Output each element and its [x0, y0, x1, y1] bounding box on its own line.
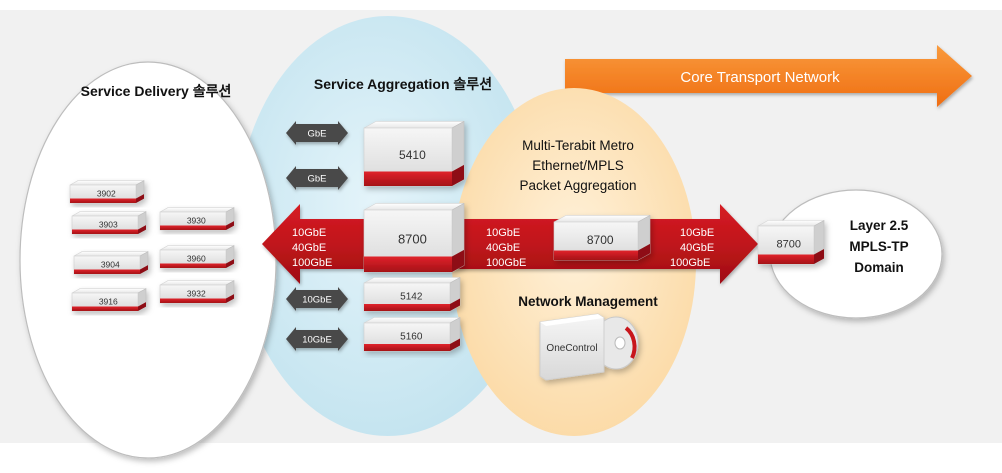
left-speed-labels: 10GbE 40GbE 100GbE — [292, 227, 332, 269]
delivery-device-3903: 3903 — [71, 211, 147, 235]
right-speed-10gbe: 10GbE — [680, 227, 714, 239]
link-arrow-1: GbE — [286, 166, 348, 190]
delivery-device-3960: 3960 — [159, 245, 235, 269]
mid-speed-40gbe: 40GbE — [486, 242, 520, 254]
link-arrow-3: 10GbE — [286, 327, 348, 351]
metro-title-line-3: Packet Aggregation — [519, 178, 636, 193]
core-transport-label: Core Transport Network — [680, 69, 840, 86]
metro-title-line-2: Ethernet/MPLS — [532, 158, 624, 173]
link-arrow-2: 10GbE — [286, 287, 348, 311]
delivery-device-3930-label: 3930 — [187, 215, 206, 225]
delivery-device-3904: 3904 — [73, 251, 149, 275]
cd-disc-center — [614, 336, 626, 350]
delivery-device-3932: 3932 — [159, 280, 235, 304]
link-label-2: 10GbE — [302, 295, 332, 306]
aggregation-device-5142: 5142 — [363, 276, 461, 312]
mid-speed-labels: 10GbE 40GbE 100GbE — [486, 227, 526, 269]
metro-device-8700-label: 8700 — [587, 233, 614, 247]
delivery-device-3916-label: 3916 — [99, 296, 118, 306]
domain-device-8700: 8700 — [757, 219, 825, 265]
delivery-device-3932-label: 3932 — [187, 288, 206, 298]
delivery-device-3930: 3930 — [159, 207, 235, 231]
aggregation-device-5410: 5410 — [363, 120, 465, 187]
mid-speed-10gbe: 10GbE — [486, 227, 520, 239]
right-speed-40gbe: 40GbE — [680, 242, 714, 254]
delivery-device-3902-label: 3902 — [97, 188, 116, 198]
left-speed-10gbe: 10GbE — [292, 227, 326, 239]
domain-title-line-1: Layer 2.5 — [850, 218, 909, 233]
delivery-device-3916: 3916 — [71, 288, 147, 312]
link-label-3: 10GbE — [302, 335, 332, 346]
domain-title-line-2: MPLS-TP — [849, 239, 908, 254]
network-management-label: Network Management — [518, 294, 658, 309]
aggregation-device-8700-label: 8700 — [398, 231, 427, 246]
domain-device-8700-label: 8700 — [777, 239, 801, 251]
left-speed-100gbe: 100GbE — [292, 257, 332, 269]
onecontrol-label: OneControl — [546, 343, 597, 354]
right-speed-labels: 10GbE 40GbE 100GbE — [670, 227, 714, 269]
service-aggregation-title: Service Aggregation 솔루션 — [314, 76, 492, 92]
aggregation-device-5160-label: 5160 — [400, 332, 423, 343]
onecontrol-software-box: OneControl — [539, 313, 639, 381]
service-delivery-title: Service Delivery 솔루션 — [81, 83, 232, 99]
aggregation-device-5142-label: 5142 — [400, 292, 423, 303]
delivery-device-3960-label: 3960 — [187, 253, 206, 263]
delivery-device-3902: 3902 — [69, 180, 145, 204]
metro-device-8700: 8700 — [553, 214, 651, 261]
link-arrow-0: GbE — [286, 121, 348, 145]
aggregation-device-5410-label: 5410 — [399, 148, 426, 162]
left-speed-40gbe: 40GbE — [292, 242, 326, 254]
metro-title-line-1: Multi-Terabit Metro — [522, 138, 634, 153]
domain-title-line-3: Domain — [854, 260, 904, 275]
right-speed-100gbe: 100GbE — [670, 257, 710, 269]
core-transport-arrow: Core Transport Network — [565, 45, 972, 107]
aggregation-device-8700: 8700 — [363, 202, 465, 273]
mid-speed-100gbe: 100GbE — [486, 257, 526, 269]
link-label-1: GbE — [307, 174, 326, 185]
delivery-device-3903-label: 3903 — [99, 219, 118, 229]
delivery-device-3904-label: 3904 — [101, 259, 120, 269]
link-label-0: GbE — [307, 129, 326, 140]
aggregation-device-5160: 5160 — [363, 316, 461, 352]
